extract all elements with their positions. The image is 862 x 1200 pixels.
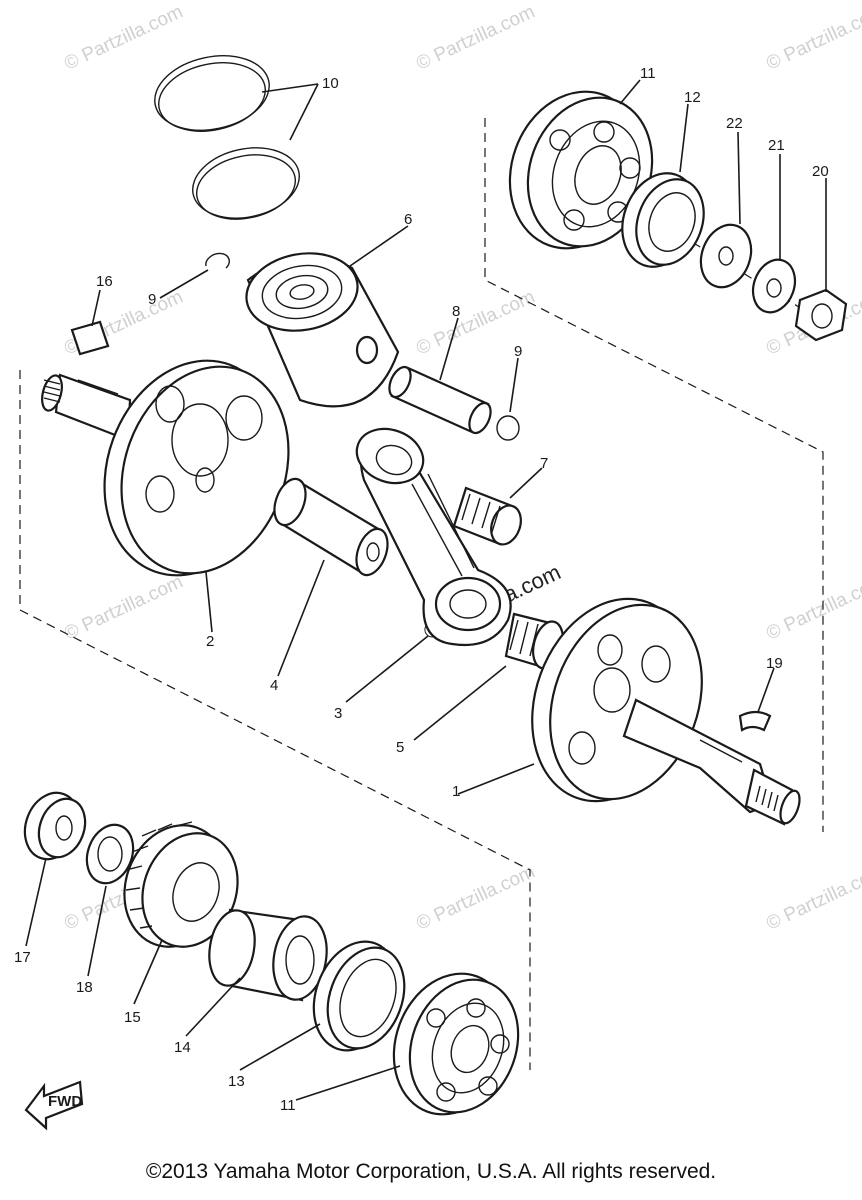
copyright-notice: ©2013 Yamaha Motor Corporation, U.S.A. A… — [145, 1160, 717, 1183]
callout-13: 13 — [228, 1073, 245, 1090]
crank-left — [41, 359, 290, 577]
forward-arrow-icon: FWD — [24, 1080, 84, 1131]
callout-9-right: 9 — [514, 343, 522, 360]
piston-rings — [154, 55, 300, 220]
watermark: © Partzilla.com — [763, 861, 862, 934]
callout-11-upper: 11 — [640, 65, 656, 82]
callout-17: 17 — [14, 949, 31, 966]
callout-2: 2 — [206, 633, 214, 650]
callout-15: 15 — [124, 1009, 141, 1026]
shim — [85, 823, 135, 885]
callout-20: 20 — [812, 163, 829, 180]
spacer — [208, 908, 328, 1002]
needle-bearing-small — [452, 486, 522, 546]
bearing-lower — [392, 972, 520, 1116]
callout-16: 16 — [96, 273, 113, 290]
callout-12: 12 — [684, 89, 701, 106]
callout-9-left: 9 — [148, 291, 156, 308]
callout-22: 22 — [726, 115, 743, 132]
piston-pin — [388, 365, 492, 435]
callout-21: 21 — [768, 137, 785, 154]
callouts: 10 11 12 22 21 20 6 9 16 8 9 7 2 4 3 5 1… — [14, 65, 829, 1114]
watermark: © Partzilla.com — [763, 1, 862, 74]
callout-19: 19 — [766, 655, 783, 672]
fwd-label: FWD — [48, 1093, 82, 1110]
watermark: © Partzilla.com — [763, 571, 862, 644]
callout-8: 8 — [452, 303, 460, 320]
callout-1: 1 — [452, 783, 460, 800]
connecting-rod — [355, 427, 512, 646]
primary-drive-gear — [123, 821, 239, 948]
watermark: © Partzilla.com — [413, 861, 538, 934]
watermark: © Partzilla.com — [413, 1, 538, 74]
callout-7: 7 — [540, 455, 548, 472]
leader-lines — [25, 79, 827, 1101]
watermark: © Partzilla.com — [61, 1, 186, 74]
callout-11-lower: 11 — [280, 1097, 296, 1114]
woodruff-key-left — [70, 320, 110, 356]
callout-14: 14 — [174, 1039, 191, 1056]
piston-pin-clip-left — [205, 252, 230, 269]
crank-right — [531, 597, 801, 826]
crank-pin — [273, 477, 389, 577]
nut — [794, 288, 848, 342]
piston — [245, 252, 400, 408]
callout-5: 5 — [396, 739, 404, 756]
callout-10: 10 — [322, 75, 339, 92]
washer — [699, 223, 753, 289]
watermark: © Partzilla.com — [61, 571, 186, 644]
woodruff-key-right — [738, 710, 772, 732]
callout-3: 3 — [334, 705, 342, 722]
oil-seal-lower — [312, 940, 406, 1052]
bearing-upper — [508, 90, 654, 250]
callout-4: 4 — [270, 677, 278, 694]
callout-6: 6 — [404, 211, 412, 228]
lock-washer — [751, 258, 797, 314]
oil-seal-upper — [621, 172, 705, 268]
collar — [23, 791, 87, 861]
piston-pin-clip-right — [496, 415, 520, 441]
callout-18: 18 — [76, 979, 93, 996]
